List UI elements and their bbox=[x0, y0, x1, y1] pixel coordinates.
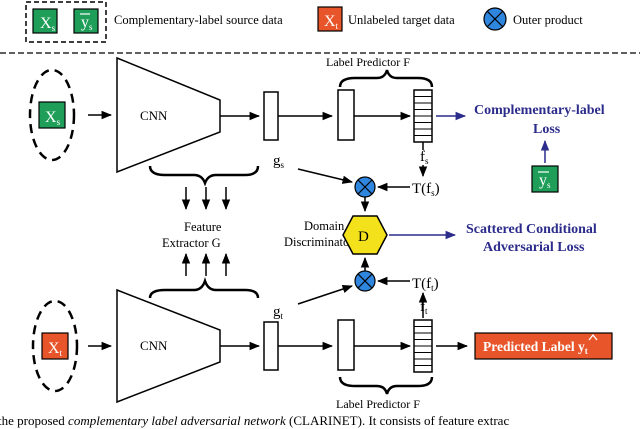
domain-discriminator-hexagon bbox=[342, 215, 388, 255]
legend-outer-text: Outer product bbox=[513, 13, 583, 27]
label-predictor-bottom-title: Label Predictor F bbox=[336, 397, 420, 411]
complementary-loss-line1: Complementary-label bbox=[474, 103, 605, 118]
predictor-output-stack-top bbox=[413, 89, 433, 143]
legend-xs-label: Xs bbox=[40, 15, 56, 33]
legend-ys-label: ys bbox=[81, 14, 93, 32]
target-xt-label: Xt bbox=[48, 340, 63, 358]
legend: Xs ys Complementary-label source data Xt… bbox=[25, 1, 583, 43]
cnn-source-block bbox=[116, 56, 221, 174]
domain-disc-line2: Discriminator bbox=[284, 235, 354, 249]
complementary-loss-line2: Loss bbox=[533, 122, 561, 137]
scattered-loss-line1: Scattered Conditional bbox=[466, 222, 597, 237]
feature-extractor-line1: Feature bbox=[184, 220, 222, 234]
ft-label: ft bbox=[420, 299, 428, 316]
source-input-dashed-outline bbox=[28, 68, 76, 162]
legend-xt-box bbox=[317, 6, 343, 32]
source-xs-label: Xs bbox=[45, 109, 61, 127]
feature-extractor-bottom-brace bbox=[148, 277, 260, 299]
cnn-target-block bbox=[116, 288, 221, 404]
ys-label: ys bbox=[539, 172, 551, 190]
predictor-output-stack-bottom bbox=[413, 319, 433, 373]
legend-target-text: Unlabeled target data bbox=[348, 13, 455, 27]
caption: the proposed complementary label adversa… bbox=[0, 413, 509, 428]
outer-product-top-icon bbox=[354, 176, 376, 198]
arrow-gt-to-outer-bottom bbox=[297, 285, 353, 305]
cnn-source-label: CNN bbox=[140, 108, 168, 123]
predictor-hidden-box-top bbox=[337, 89, 355, 141]
legend-xs-box bbox=[32, 8, 58, 34]
predicted-label-box bbox=[474, 332, 613, 360]
domain-discriminator-label: D bbox=[358, 229, 369, 245]
legend-xt-label: Xt bbox=[324, 13, 339, 31]
outer-product-bottom-icon bbox=[354, 270, 376, 292]
ys-box bbox=[531, 165, 559, 193]
gt-label: gt bbox=[273, 304, 284, 321]
label-predictor-top-title: Label Predictor F bbox=[326, 55, 410, 69]
label-predictor-top-brace bbox=[338, 69, 434, 88]
target-xt-box bbox=[41, 332, 69, 360]
predicted-label-text: Predicted Label yt bbox=[483, 339, 588, 356]
fs-label: fs bbox=[420, 149, 429, 166]
legend-source-frame bbox=[25, 1, 107, 43]
feature-extractor-top-brace bbox=[148, 165, 260, 187]
scattered-loss-line2: Adversarial Loss bbox=[483, 240, 585, 255]
gt-feature-box bbox=[263, 321, 279, 371]
cnn-target-label: CNN bbox=[140, 338, 168, 353]
label-predictor-bottom-brace bbox=[338, 376, 434, 395]
gs-label: gs bbox=[273, 153, 285, 170]
legend-outer-product-icon bbox=[483, 7, 507, 31]
gs-feature-box bbox=[263, 91, 279, 141]
source-xs-box bbox=[38, 101, 66, 129]
predictor-hidden-box-bottom bbox=[337, 319, 355, 371]
legend-ys-box bbox=[73, 8, 99, 34]
feature-extractor-line2: Extractor G bbox=[162, 236, 221, 250]
tft-label: T(ft) bbox=[412, 276, 439, 293]
arrow-gs-to-outer-top bbox=[297, 168, 354, 184]
tfs-label: T(fs) bbox=[412, 181, 440, 198]
legend-source-text: Complementary-label source data bbox=[114, 13, 283, 27]
target-input-dashed-outline bbox=[31, 299, 79, 393]
domain-disc-line1: Domain bbox=[304, 219, 345, 233]
predicted-label-hat bbox=[588, 333, 598, 341]
